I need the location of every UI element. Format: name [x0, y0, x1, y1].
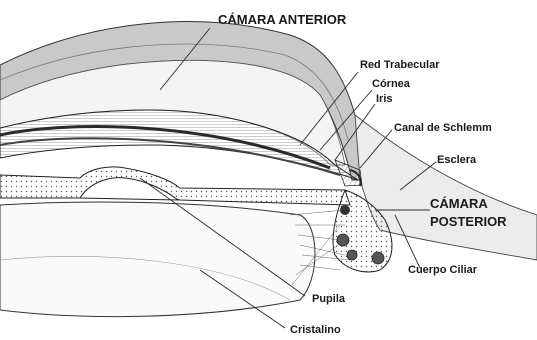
- lens-shape: [0, 202, 315, 317]
- label-pupila: Pupila: [312, 293, 346, 305]
- label-canal-schlemm: Canal de Schlemm: [394, 122, 492, 134]
- label-esclera: Esclera: [437, 154, 477, 166]
- label-iris: Iris: [376, 93, 393, 105]
- label-cornea: Córnea: [372, 78, 411, 90]
- label-cristalino: Cristalino: [290, 324, 341, 336]
- label-cuerpo-ciliar: Cuerpo Ciliar: [408, 264, 478, 276]
- label-camara-anterior: CÁMARA ANTERIOR: [218, 12, 347, 27]
- label-camara-posterior-2: POSTERIOR: [430, 214, 507, 229]
- label-camara-posterior-1: CÁMARA: [430, 196, 488, 211]
- label-red-trabecular: Red Trabecular: [360, 59, 440, 71]
